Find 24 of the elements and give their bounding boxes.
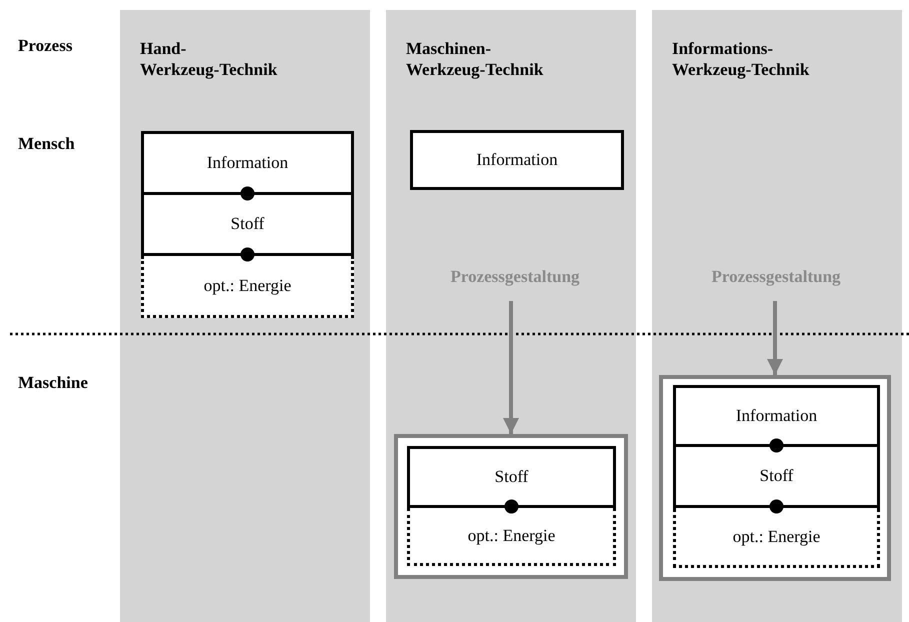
layer-box: Stoff: [673, 444, 880, 508]
row-label: Prozess: [18, 36, 72, 56]
machine-frame: [394, 434, 628, 579]
column-band: [120, 10, 370, 622]
optional-layer-box: opt.: Energie: [673, 508, 880, 568]
row-label: Mensch: [18, 134, 75, 154]
layer-box: Stoff: [141, 192, 354, 256]
arrow: [503, 301, 519, 434]
column-heading: Maschinen- Werkzeug-Technik: [406, 38, 544, 80]
optional-layer-box: opt.: Energie: [407, 508, 616, 566]
column-band: [652, 10, 902, 622]
process-label: Prozessgestaltung: [425, 267, 605, 289]
column-heading: Hand- Werkzeug-Technik: [140, 38, 278, 80]
optional-layer-box: opt.: Energie: [141, 256, 354, 318]
layer-box: Information: [673, 385, 880, 447]
arrow: [767, 301, 783, 375]
layer-box: Information: [141, 131, 354, 195]
layer-box: Information: [410, 130, 624, 190]
column-band: [386, 10, 636, 622]
layer-box: Stoff: [407, 446, 616, 508]
process-label: Prozessgestaltung: [690, 267, 862, 289]
machine-frame: [659, 375, 891, 581]
row-label: Maschine: [18, 373, 88, 393]
column-heading: Informations- Werkzeug-Technik: [672, 38, 810, 80]
